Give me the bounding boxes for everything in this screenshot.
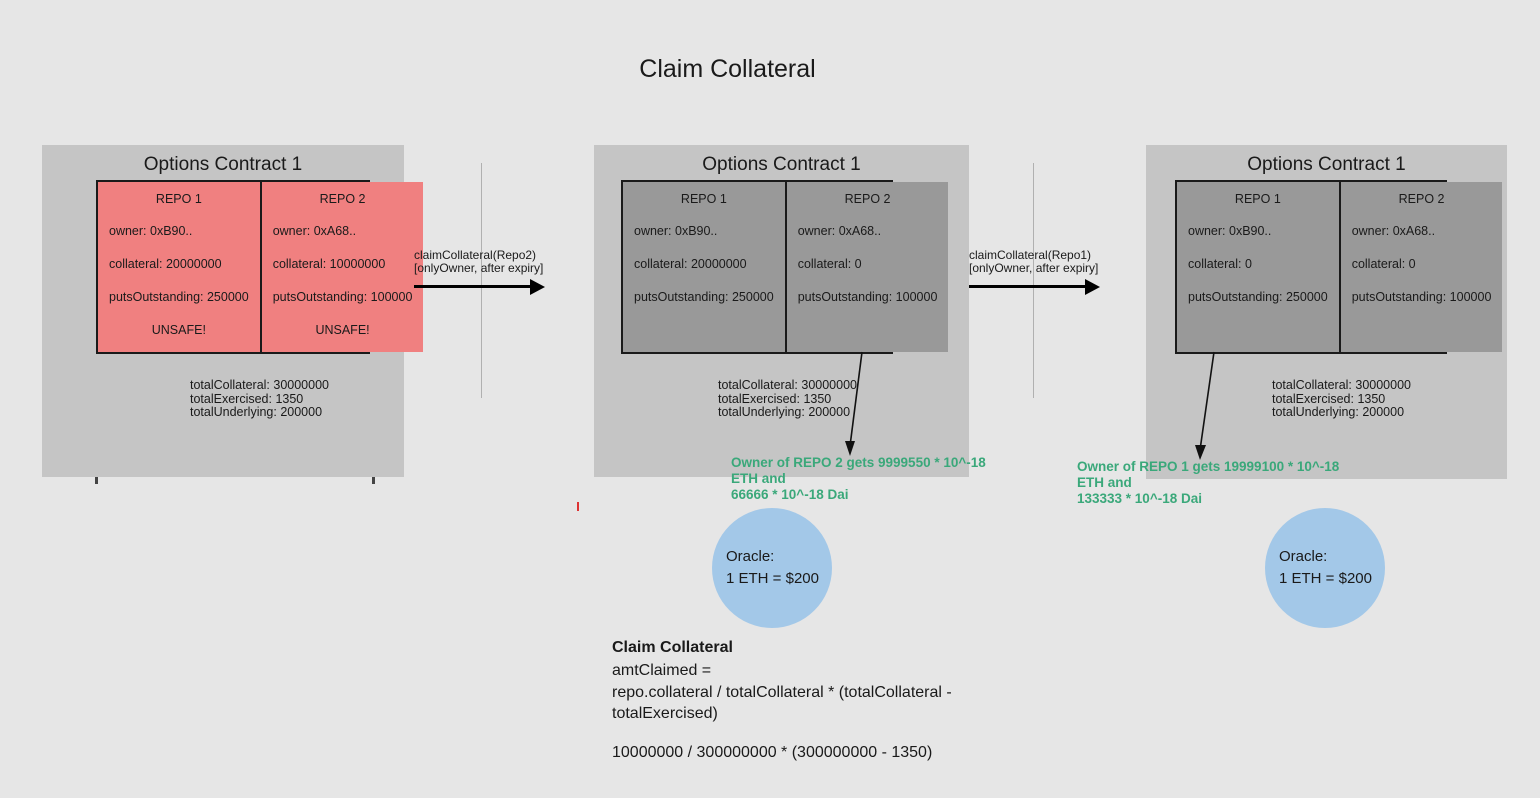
repo-status-badge: UNSAFE!	[315, 323, 370, 337]
column-separator-1	[481, 163, 482, 398]
panel-1-tick-right	[372, 477, 375, 484]
repo-cell-1-1[interactable]: REPO 1 owner: 0xB90.. collateral: 200000…	[98, 182, 260, 352]
panel-totals-3: totalCollateral: 30000000 totalExercised…	[1272, 378, 1411, 419]
repo-puts-outstanding: putsOutstanding: 250000	[109, 290, 249, 304]
repo-owner: owner: 0xA68..	[1351, 224, 1436, 238]
arrow-shaft	[414, 285, 532, 288]
repo-name: REPO 1	[155, 192, 202, 206]
oracle-text-2: Oracle: 1 ETH = $200	[726, 548, 819, 587]
repo-puts-outstanding: putsOutstanding: 100000	[272, 290, 413, 304]
repo-puts-outstanding: putsOutstanding: 250000	[634, 290, 774, 304]
repo-collateral: collateral: 0	[1188, 257, 1252, 271]
options-contract-panel-1: Options Contract 1 REPO 1 owner: 0xB90..…	[42, 145, 424, 477]
repo-name: REPO 1	[1234, 192, 1281, 206]
repo-status-badge: UNSAFE!	[151, 323, 206, 337]
oracle-bubble-3: Oracle: 1 ETH = $200	[1265, 508, 1385, 628]
repo-collateral: collateral: 20000000	[634, 257, 747, 271]
repo-name: REPO 2	[319, 192, 366, 206]
repo-cell-2-2[interactable]: REPO 2 owner: 0xA68.. collateral: 0 puts…	[784, 182, 949, 352]
stray-red-tick	[577, 502, 579, 511]
repo-owner: owner: 0xA68..	[272, 224, 357, 238]
repo-owner: owner: 0xB90..	[634, 224, 718, 238]
repo-cell-3-2[interactable]: REPO 2 owner: 0xA68.. collateral: 0 puts…	[1338, 182, 1503, 352]
column-separator-2	[1033, 163, 1034, 398]
page-title: Claim Collateral	[639, 55, 816, 83]
repo-puts-outstanding: putsOutstanding: 100000	[797, 290, 938, 304]
repo-owner: owner: 0xB90..	[1188, 224, 1272, 238]
repo-collateral: collateral: 0	[1351, 257, 1416, 271]
repo-table-2: REPO 1 owner: 0xB90.. collateral: 200000…	[621, 180, 949, 354]
options-contract-panel-3: Options Contract 1 REPO 1 owner: 0xB90..…	[1146, 145, 1507, 479]
arrow-head-icon	[530, 278, 545, 295]
options-contract-panel-2: Options Contract 1 REPO 1 owner: 0xB90..…	[594, 145, 969, 477]
repo-table-1: REPO 1 owner: 0xB90.. collateral: 200000…	[96, 180, 424, 354]
formula-numeric: 10000000 / 300000000 * (300000000 - 1350…	[612, 744, 933, 761]
repo-table-3: REPO 1 owner: 0xB90.. collateral: 0 puts…	[1175, 180, 1503, 354]
result-text-3: Owner of REPO 1 gets 19999100 * 10^-18 E…	[1077, 459, 1340, 506]
panel-title-1: Options Contract 1	[143, 154, 303, 175]
arrow-shaft	[969, 285, 1087, 288]
panel-title-2: Options Contract 1	[702, 154, 861, 175]
repo-puts-outstanding: putsOutstanding: 100000	[1351, 290, 1492, 304]
repo-cell-3-1[interactable]: REPO 1 owner: 0xB90.. collateral: 0 puts…	[1177, 182, 1339, 352]
repo-collateral: collateral: 20000000	[109, 257, 222, 271]
repo-collateral: collateral: 0	[797, 257, 862, 271]
repo-puts-outstanding: putsOutstanding: 250000	[1188, 290, 1328, 304]
panel-totals-1: totalCollateral: 30000000 totalExercised…	[190, 378, 329, 419]
repo-name: REPO 2	[844, 192, 891, 206]
repo-owner: owner: 0xA68..	[797, 224, 882, 238]
transition-label-1: claimCollateral(Repo2) [onlyOwner, after…	[414, 248, 544, 275]
repo-name: REPO 1	[680, 192, 727, 206]
result-text-2: Owner of REPO 2 gets 9999550 * 10^-18 ET…	[731, 455, 986, 502]
transition-2: claimCollateral(Repo1) [onlyOwner, after…	[969, 249, 1104, 299]
panel-totals-2: totalCollateral: 30000000 totalExercised…	[718, 378, 857, 419]
panel-title-3: Options Contract 1	[1247, 154, 1406, 175]
panel-1-tick-left	[95, 477, 98, 484]
oracle-bubble-2: Oracle: 1 ETH = $200	[712, 508, 832, 628]
repo-cell-1-2[interactable]: REPO 2 owner: 0xA68.. collateral: 100000…	[259, 182, 424, 352]
formula-body: amtClaimed = repo.collateral / totalColl…	[612, 662, 952, 722]
result-pointer-arrow-3	[1195, 351, 1215, 460]
repo-owner: owner: 0xB90..	[109, 224, 193, 238]
oracle-text-3: Oracle: 1 ETH = $200	[1279, 548, 1372, 587]
transition-1: claimCollateral(Repo2) [onlyOwner, after…	[414, 249, 549, 299]
transition-label-2: claimCollateral(Repo1) [onlyOwner, after…	[969, 248, 1099, 275]
formula-title: Claim Collateral	[612, 639, 733, 656]
repo-cell-2-1[interactable]: REPO 1 owner: 0xB90.. collateral: 200000…	[623, 182, 785, 352]
repo-collateral: collateral: 10000000	[272, 257, 386, 271]
repo-name: REPO 2	[1398, 192, 1445, 206]
result-pointer-arrow-2	[845, 351, 863, 456]
arrow-head-icon	[1085, 278, 1100, 295]
